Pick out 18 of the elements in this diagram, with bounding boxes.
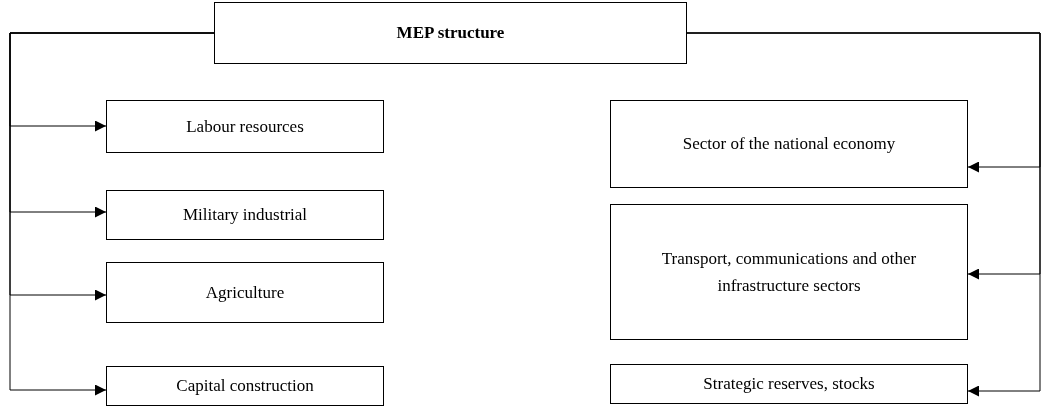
box-text: MEP structure	[396, 22, 505, 45]
category-box	[610, 100, 968, 188]
category-box	[106, 366, 384, 406]
category-box	[106, 190, 384, 240]
box-text: Transport, communications and other infrastructure sectors	[660, 247, 918, 297]
connector-arrow	[686, 32, 1041, 397]
box-text: Agriculture	[205, 281, 285, 304]
box-text: Capital construction	[176, 375, 314, 398]
box-text: Military industrial	[182, 204, 308, 227]
category-box	[106, 100, 384, 153]
connector-arrow	[9, 32, 215, 396]
box-text: Strategic reserves, stocks	[703, 373, 875, 396]
category-box	[610, 364, 968, 404]
title-box	[214, 2, 687, 64]
box-text: Labour resources	[186, 115, 304, 138]
category-box	[610, 204, 968, 340]
category-box	[106, 262, 384, 323]
box-text: Sector of the national economy	[682, 133, 896, 156]
